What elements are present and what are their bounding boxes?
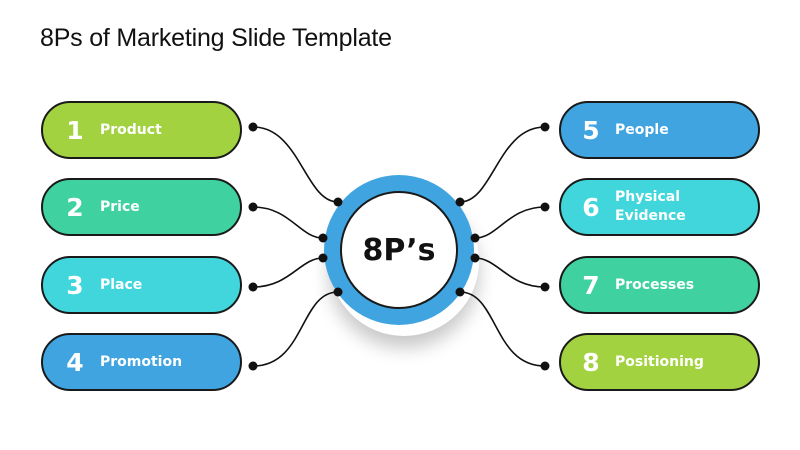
item-number: 2: [66, 192, 84, 222]
connector-dot: [248, 202, 258, 212]
connector-dot: [470, 253, 480, 263]
hub-label: 8P’s: [362, 232, 436, 268]
connector-dot: [333, 287, 343, 297]
item-label-line1: Physical: [615, 189, 681, 205]
connector-dot: [248, 361, 258, 371]
item-positioning[interactable]: 8 Positioning: [559, 333, 760, 391]
connector-dot: [470, 233, 480, 243]
item-number: 4: [66, 347, 84, 377]
item-product[interactable]: 1 Product: [41, 101, 242, 159]
item-label-line2: Evidence: [615, 208, 686, 224]
item-promotion[interactable]: 4 Promotion: [41, 333, 242, 391]
item-number: 7: [582, 270, 600, 300]
item-label: Promotion: [100, 353, 183, 370]
connector-dot: [540, 122, 550, 132]
item-label: People: [615, 121, 669, 138]
hub-center: 8P’s: [340, 191, 458, 309]
item-label: Product: [100, 121, 162, 138]
item-number: 8: [582, 347, 600, 377]
item-number: 3: [66, 270, 84, 300]
item-number: 1: [66, 115, 84, 145]
item-label: Place: [100, 276, 143, 293]
connector-dot: [455, 197, 465, 207]
item-number: 5: [582, 115, 600, 145]
item-number: 6: [582, 192, 600, 222]
item-people[interactable]: 5 People: [559, 101, 760, 159]
item-place[interactable]: 3 Place: [41, 256, 242, 314]
item-label: Price: [100, 198, 140, 215]
item-price[interactable]: 2 Price: [41, 178, 242, 236]
connector-dot: [248, 122, 258, 132]
connector-dot: [248, 282, 258, 292]
item-label: Physical Evidence: [615, 188, 686, 226]
item-label: Positioning: [615, 353, 704, 370]
connector-dot: [540, 282, 550, 292]
connector-dot: [318, 233, 328, 243]
item-physical-evidence[interactable]: 6 Physical Evidence: [559, 178, 760, 236]
connector-dot: [540, 361, 550, 371]
connector-dot: [455, 287, 465, 297]
item-processes[interactable]: 7 Processes: [559, 256, 760, 314]
connector-dot: [540, 202, 550, 212]
slide-title: 8Ps of Marketing Slide Template: [40, 24, 392, 52]
connector-dot: [333, 197, 343, 207]
item-label: Processes: [615, 276, 695, 293]
connector-dot: [318, 253, 328, 263]
